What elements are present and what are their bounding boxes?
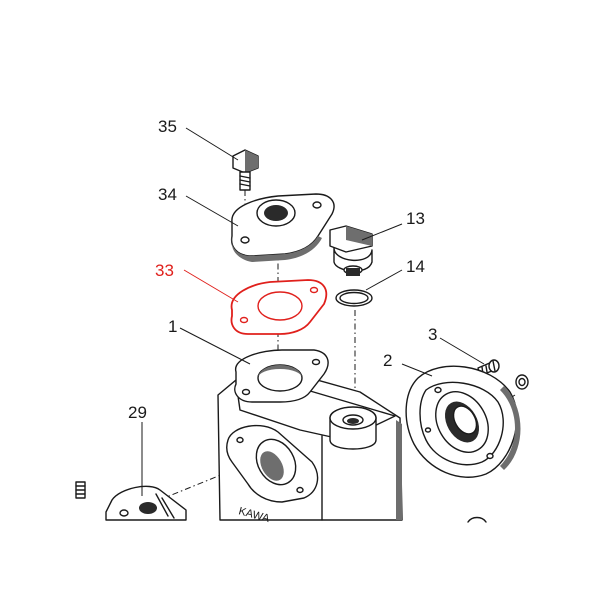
callout-29: 29 (128, 403, 147, 422)
callout-1: 1 (168, 317, 177, 336)
part-33-gasket[interactable] (230, 279, 328, 335)
part-29-bracket[interactable] (105, 485, 187, 521)
part-35-bolt[interactable] (232, 149, 259, 191)
part-13-plug[interactable] (329, 225, 373, 276)
leader-lines (141, 127, 485, 496)
callout-34: 34 (158, 185, 177, 204)
callout-3: 3 (428, 325, 437, 344)
part-14-o-ring[interactable] (335, 289, 373, 307)
part-2-side-plate[interactable] (405, 365, 521, 478)
callout-2: 2 (383, 351, 392, 370)
callout-14: 14 (406, 257, 425, 276)
callout-labels: 35 34 33 13 14 1 3 2 29 (128, 117, 437, 422)
callout-33: 33 (155, 261, 174, 280)
callout-13: 13 (406, 209, 425, 228)
edge-fragment-right (467, 374, 529, 523)
callout-35: 35 (158, 117, 177, 136)
edge-fragment-left (75, 481, 86, 499)
part-34-flange-cover[interactable] (230, 193, 335, 262)
part-1-housing[interactable]: KAWA (217, 349, 403, 525)
